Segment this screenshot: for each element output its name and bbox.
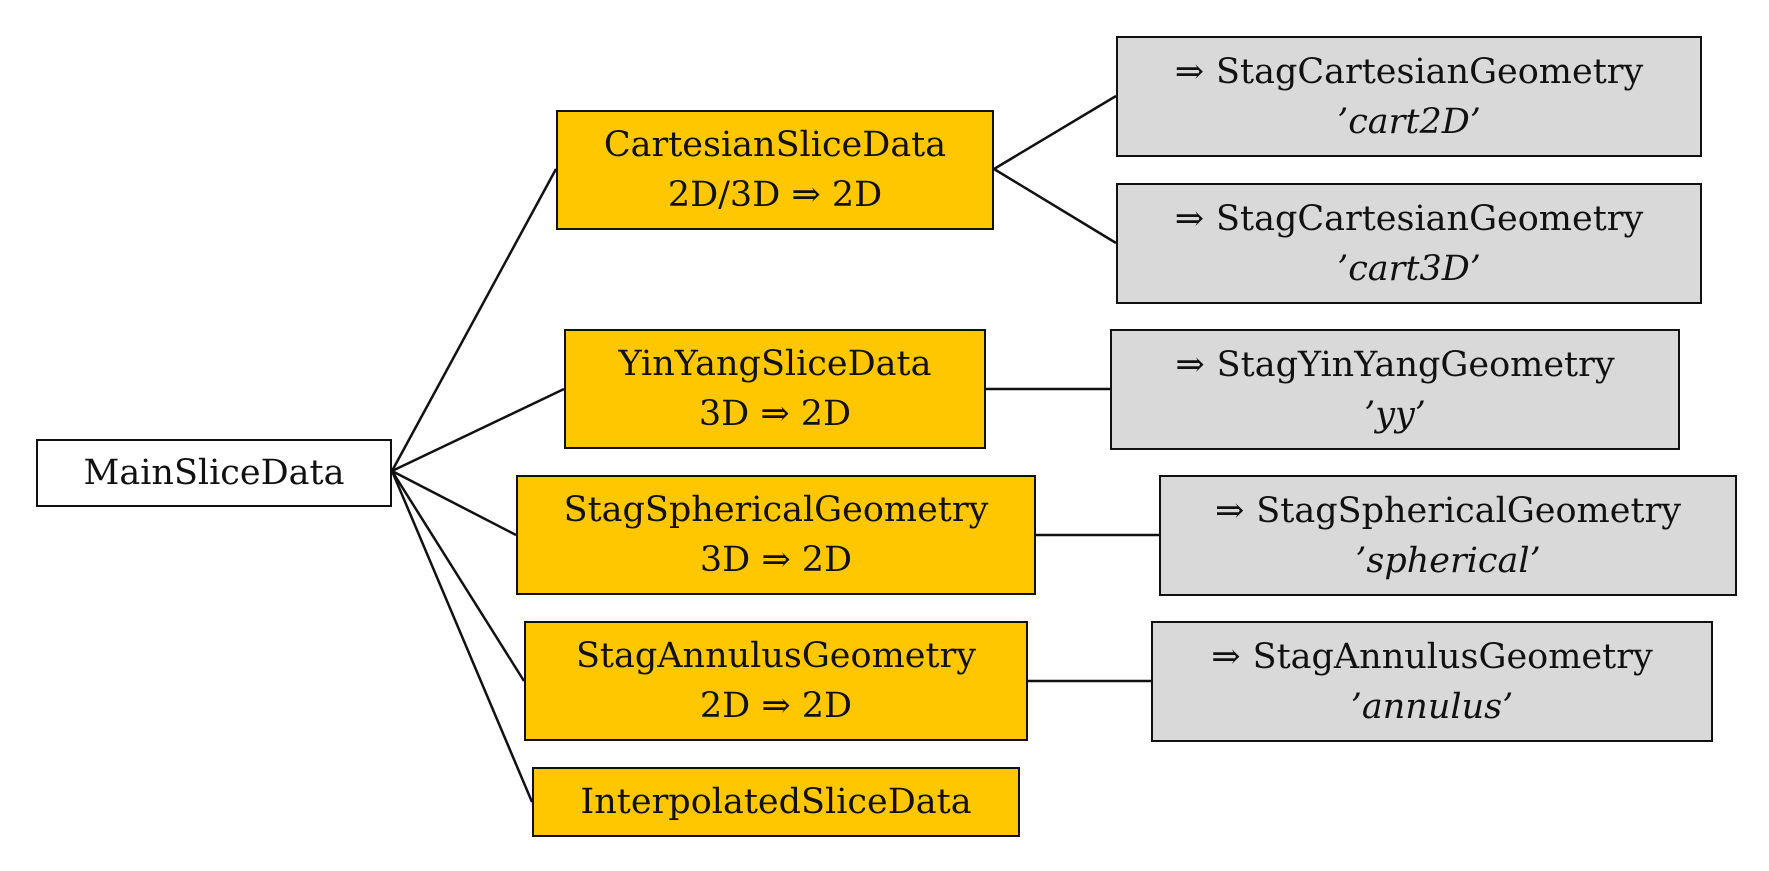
cart2d-geometry-node: ⇒ StagCartesianGeometry ’cart2D’ xyxy=(1116,36,1702,157)
geometry-key: ’cart2D’ xyxy=(1337,101,1481,142)
edge-main-to-cartesian xyxy=(390,168,558,472)
geometry-name: StagAnnulusGeometry xyxy=(1252,636,1653,677)
geometry-name: StagCartesianGeometry xyxy=(1216,198,1644,239)
slice-name: InterpolatedSliceData xyxy=(580,782,972,822)
geometry-title: ⇒ StagYinYangGeometry xyxy=(1175,340,1614,390)
cartesian-slice-data-node: CartesianSliceData 2D/3D ⇒ 2D xyxy=(556,110,994,230)
interpolated-slice-data-node: InterpolatedSliceData xyxy=(532,767,1020,837)
edge-cartesian-to-cart2d xyxy=(993,94,1117,171)
slice-name: CartesianSliceData xyxy=(603,125,947,165)
implies-arrow: ⇒ xyxy=(1211,636,1241,677)
edge-main-to-interpolated xyxy=(390,470,534,803)
slice-dims: 3D ⇒ 2D xyxy=(699,540,853,580)
yy-geometry-node: ⇒ StagYinYangGeometry ’yy’ xyxy=(1110,329,1680,450)
annulus-geometry-node: ⇒ StagAnnulusGeometry ’annulus’ xyxy=(1151,621,1713,742)
slice-name: YinYangSliceData xyxy=(618,344,932,384)
implies-arrow: ⇒ xyxy=(1175,344,1205,385)
edge-main-to-yinyang xyxy=(391,387,565,473)
slice-dims: 2D ⇒ 2D xyxy=(699,686,853,726)
slice-dims: 2D/3D ⇒ 2D xyxy=(667,175,883,215)
edge-cartesian-to-cart3d xyxy=(993,167,1117,245)
spherical-geometry-node: ⇒ StagSphericalGeometry ’spherical’ xyxy=(1159,475,1737,596)
stag-annulus-geometry-slice-node: StagAnnulusGeometry 2D ⇒ 2D xyxy=(524,621,1028,741)
geometry-title: ⇒ StagCartesianGeometry xyxy=(1175,47,1644,97)
cart3d-geometry-node: ⇒ StagCartesianGeometry ’cart3D’ xyxy=(1116,183,1702,304)
geometry-key: ’cart3D’ xyxy=(1337,248,1481,289)
implies-arrow: ⇒ xyxy=(1214,490,1245,531)
geometry-name: StagSphericalGeometry xyxy=(1256,490,1682,531)
yinyang-slice-data-node: YinYangSliceData 3D ⇒ 2D xyxy=(564,329,986,449)
geometry-key: ’annulus’ xyxy=(1350,686,1514,727)
implies-arrow: ⇒ xyxy=(1174,198,1205,239)
geometry-key: ’yy’ xyxy=(1364,394,1426,435)
slice-name: StagAnnulusGeometry xyxy=(575,636,977,676)
edge-main-to-annulus xyxy=(390,470,526,682)
slice-dims: 3D ⇒ 2D xyxy=(698,394,852,434)
stag-spherical-geometry-slice-node: StagSphericalGeometry 3D ⇒ 2D xyxy=(516,475,1036,595)
geometry-name: StagCartesianGeometry xyxy=(1216,51,1644,92)
geometry-name: StagYinYangGeometry xyxy=(1216,344,1615,385)
main-slice-data-node: MainSliceData xyxy=(36,439,392,507)
edge-main-to-spherical xyxy=(391,469,517,537)
geometry-key: ’spherical’ xyxy=(1355,540,1541,581)
main-slice-data-label: MainSliceData xyxy=(83,453,345,493)
implies-arrow: ⇒ xyxy=(1174,51,1205,92)
geometry-title: ⇒ StagAnnulusGeometry xyxy=(1211,632,1652,682)
geometry-title: ⇒ StagCartesianGeometry xyxy=(1175,194,1644,244)
slice-name: StagSphericalGeometry xyxy=(563,490,989,530)
geometry-title: ⇒ StagSphericalGeometry xyxy=(1215,486,1681,536)
